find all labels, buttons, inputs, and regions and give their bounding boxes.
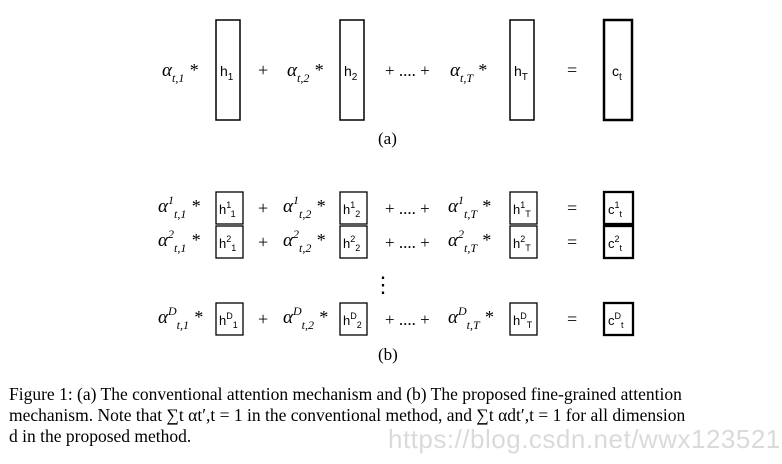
vector-label-b-r2-3: h2T [513, 234, 531, 253]
watermark: https://blog.csdn.net/wwx123521 [388, 424, 781, 454]
vector-box-b-r1-3 [509, 191, 538, 225]
coefficient-a-1: αt,1 * [162, 60, 198, 85]
vector-label-b-r1-3: h1T [513, 200, 531, 219]
coefficient-b-r1-2: α1t,2 * [283, 193, 325, 221]
vector-label-b-r1-1: h11 [219, 200, 236, 219]
vector-box-b-r3-3 [509, 302, 538, 336]
vector-box-b-r3-2 [339, 302, 368, 336]
ellipsis-b-r1: + .... + [385, 199, 430, 218]
plus-sign-b-r2: + [258, 232, 268, 252]
vector-box-b-r1-1 [215, 191, 244, 225]
coefficient-b-r3-3: αDt,T * [448, 304, 493, 332]
ellipsis-b-r2: + .... + [385, 233, 430, 252]
ellipsis-b-r3: + .... + [385, 310, 430, 329]
coefficient-b-r2-3: α2t,T * [448, 227, 491, 255]
coefficient-b-r2-1: α2t,1 * [158, 227, 200, 255]
coefficient-b-r3-1: αDt,1 * [158, 304, 203, 332]
figure-caption: Figure 1: (a) The conventional attention… [9, 384, 775, 447]
result-label-b-r1: c1t [608, 200, 623, 219]
vertical-dots: ⋮ [372, 272, 394, 297]
vector-box-b-r3-1 [215, 302, 244, 336]
coefficient-b-r1-1: α1t,1 * [158, 193, 200, 221]
caption-line-2: mechanism. Note that ∑t αt′,t = 1 in the… [9, 405, 686, 425]
result-box-a [602, 18, 634, 122]
vector-box-a-2 [339, 19, 365, 121]
vector-label-b-r3-3: hDT [513, 311, 533, 330]
vector-box-b-r2-2 [339, 225, 368, 259]
result-label-b-r3: cDt [608, 311, 624, 330]
vector-label-b-r1-2: h12 [343, 200, 360, 219]
vector-label-b-r2-2: h22 [343, 234, 360, 253]
label-a: (a) [378, 129, 397, 148]
equals-sign-b-r1: = [567, 198, 577, 218]
vector-label-a-1: h1 [220, 63, 234, 83]
coefficient-b-r3-2: αDt,2 * [283, 304, 328, 332]
vector-label-a-2: h2 [344, 63, 358, 83]
coefficient-a-3: αt,T * [450, 60, 487, 85]
vector-box-b-r2-3 [509, 225, 538, 259]
vector-box-b-r2-1 [215, 225, 244, 259]
equals-sign-b-r3: = [567, 309, 577, 329]
plus-sign-b-r3: + [258, 309, 268, 329]
coefficient-b-r1-3: α1t,T * [448, 193, 491, 221]
vector-box-b-r1-2 [339, 191, 368, 225]
vector-label-b-r3-2: hD2 [343, 311, 362, 330]
plus-sign-b-r1: + [258, 198, 268, 218]
caption-line-3: d in the proposed method. [9, 426, 192, 446]
ellipsis-a: + .... + [385, 61, 430, 80]
result-label-a: ct [612, 63, 622, 83]
result-box-b-r3 [602, 301, 635, 337]
result-label-b-r2: c2t [608, 234, 623, 253]
result-box-b-r1 [602, 190, 635, 226]
caption-line-1: Figure 1: (a) The conventional attention… [9, 384, 682, 404]
plus-sign-a: + [258, 60, 268, 80]
result-box-b-r2 [602, 224, 635, 260]
vector-label-a-3: hT [514, 63, 528, 83]
label-b: (b) [378, 345, 398, 364]
vector-box-a-3 [509, 19, 535, 121]
vector-label-b-r3-1: hD1 [219, 311, 238, 330]
coefficient-a-2: αt,2 * [287, 60, 323, 85]
vector-box-a-1 [215, 19, 241, 121]
equals-sign-a: = [567, 60, 577, 80]
vector-label-b-r2-1: h21 [219, 234, 236, 253]
equals-sign-b-r2: = [567, 232, 577, 252]
coefficient-b-r2-2: α2t,2 * [283, 227, 325, 255]
